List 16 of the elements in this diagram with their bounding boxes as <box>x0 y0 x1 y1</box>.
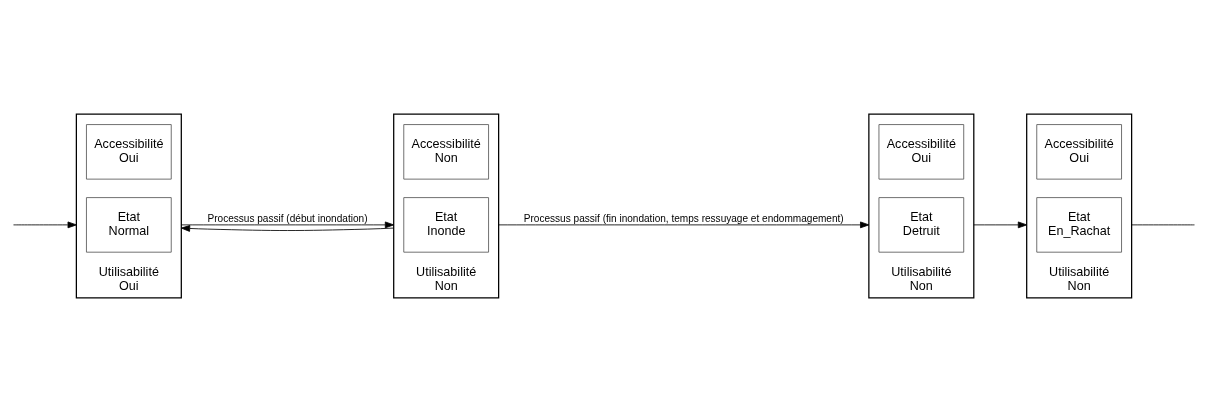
arrow <box>180 221 395 228</box>
arrow <box>180 224 395 232</box>
node-box: Accessibilité Non <box>403 123 489 180</box>
edge-label: Processus passif (début inondation) <box>207 212 368 224</box>
node-box: Accessibilité Oui <box>878 123 965 180</box>
node-box: Accessibilité Oui <box>1036 123 1122 180</box>
node-box: Etat Inonde <box>403 196 489 253</box>
node-box: Etat Detruit <box>878 196 965 253</box>
arrow <box>973 221 1028 228</box>
node-box: Etat En_Rachat <box>1036 196 1122 253</box>
edge-label: Processus passif (fin inondation, temps ressuyage et endommagement) <box>523 212 844 224</box>
arrow <box>498 221 870 228</box>
connector <box>1131 223 1195 225</box>
node-box: Accessibilité Oui <box>86 123 172 180</box>
arrow <box>13 221 77 228</box>
node-box: Etat Normal <box>86 196 172 253</box>
